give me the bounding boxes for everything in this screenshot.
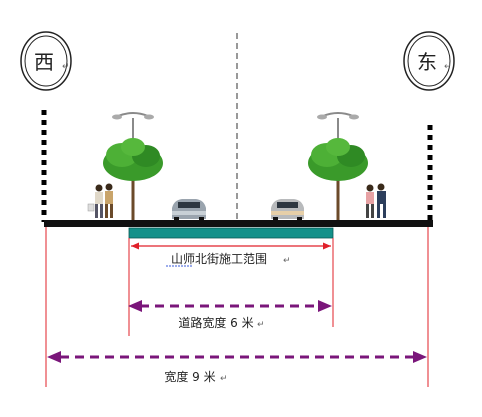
east-direction-badge: 东 ↵ — [403, 31, 455, 91]
west-car — [172, 199, 206, 221]
construction-band — [128, 227, 334, 239]
road-width-arrow — [128, 300, 332, 312]
construction-range-label: 山师北街施工范围 — [171, 252, 267, 266]
east-label: 东 — [417, 50, 437, 74]
road-surface — [44, 220, 433, 227]
road-width-return-mark: ↵ — [257, 320, 265, 330]
east-return-mark: ↵ — [444, 62, 452, 72]
east-pedestrians — [366, 183, 386, 218]
west-tree — [103, 138, 163, 220]
total-width-return-mark: ↵ — [220, 374, 228, 384]
west-label: 西 — [34, 50, 54, 74]
east-car — [271, 199, 304, 221]
west-direction-badge: 西 ↵ — [20, 31, 72, 91]
total-width-label: 宽度 9 米 — [164, 369, 215, 384]
east-tree — [308, 138, 368, 220]
road-width-label: 道路宽度 6 米 — [178, 315, 253, 330]
construction-range-return-mark: ↵ — [283, 256, 291, 266]
construction-range-arrow — [131, 242, 331, 250]
total-width-arrow — [47, 351, 427, 363]
west-return-mark: ↵ — [62, 62, 70, 72]
west-pedestrians — [87, 183, 113, 218]
